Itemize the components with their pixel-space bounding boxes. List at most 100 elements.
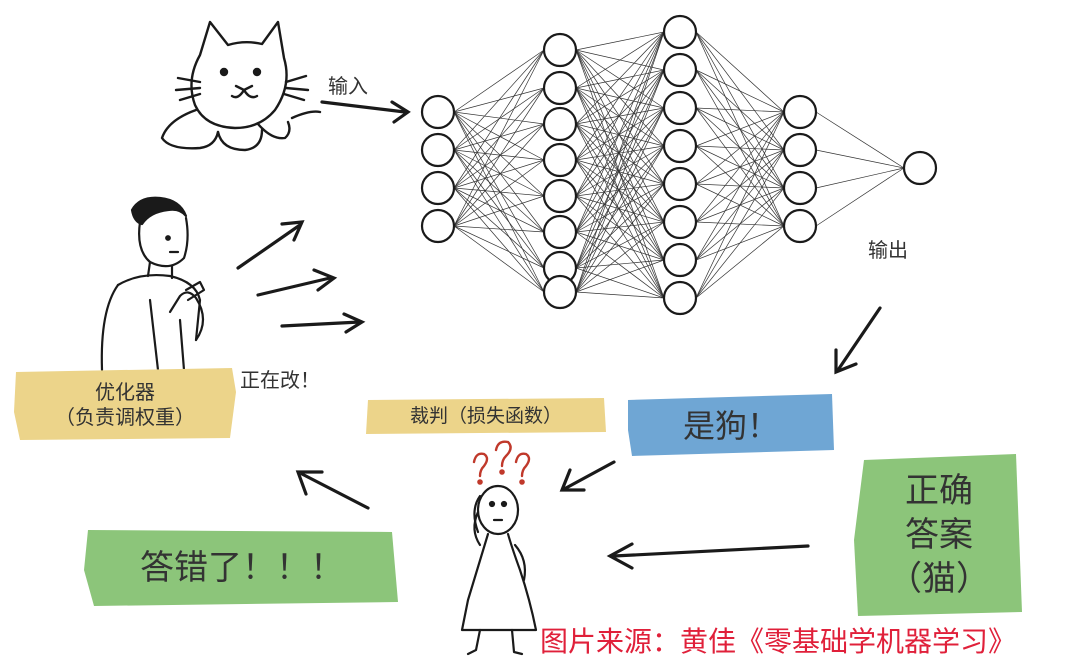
network-edge (575, 123, 665, 223)
network-node-layer-3 (782, 170, 818, 206)
network-edge (695, 69, 785, 113)
network-edge (575, 31, 665, 197)
network-edge (575, 145, 665, 197)
network-node-layer-2 (662, 280, 698, 316)
source-caption: 图片来源：黄佳《零基础学机器学习》 (540, 625, 1017, 658)
network-edge (575, 159, 665, 185)
network-edge (453, 149, 545, 233)
network-edge (695, 107, 785, 113)
network-connections (453, 31, 905, 299)
network-edge (815, 111, 905, 169)
network-edge (453, 187, 545, 197)
network-edge (575, 145, 665, 293)
network-edge (575, 221, 665, 233)
network-edge (453, 111, 545, 293)
network-edge (575, 69, 665, 269)
network-edge (575, 87, 665, 223)
network-node-layer-2 (662, 52, 698, 88)
network-edge (575, 183, 665, 269)
network-edge (453, 111, 545, 125)
flow-arrows (236, 100, 882, 570)
network-edge (575, 159, 665, 299)
network-edge (453, 149, 545, 269)
network-edge (575, 107, 665, 293)
network-edge (695, 225, 785, 299)
network-edge (695, 111, 785, 185)
network-edge (453, 225, 545, 293)
network-edge (575, 69, 665, 293)
network-node-layer-1 (542, 178, 578, 214)
network-edge (453, 111, 545, 197)
network-edge (575, 69, 665, 89)
network-edge (575, 107, 665, 197)
network-edge (575, 145, 665, 233)
network-node-layer-2 (662, 204, 698, 240)
cat-illustration (160, 20, 322, 152)
network-edge (575, 123, 665, 261)
network-edge (453, 159, 545, 227)
network-node-layer-0 (420, 94, 456, 130)
network-edge (695, 149, 785, 299)
network-edge (575, 195, 665, 261)
network-edge (575, 221, 665, 269)
correct-answer-tag: 正确 答案 （猫） (856, 456, 1022, 614)
network-edge (575, 107, 665, 161)
network-edge (575, 145, 665, 161)
network-node-layer-2 (662, 14, 698, 50)
network-edge (575, 195, 665, 299)
network-edge (453, 149, 545, 197)
network-edge (453, 123, 545, 189)
network-node-layer-4 (902, 150, 938, 186)
network-node-layer-2 (662, 242, 698, 278)
network-node-layer-2 (662, 166, 698, 202)
correct-answer-line2: 答案 (905, 514, 973, 555)
network-node-layer-3 (782, 94, 818, 130)
question-marks-icon (472, 440, 531, 485)
network-edge (575, 259, 665, 293)
network-node-layer-1 (542, 274, 578, 310)
network-edge (575, 107, 665, 233)
network-edge (815, 167, 905, 189)
network-edge (453, 111, 545, 269)
network-edge (453, 49, 545, 151)
network-edge (695, 31, 785, 113)
network-edge (575, 31, 665, 51)
network-edge (575, 31, 665, 89)
network-node-layer-2 (662, 90, 698, 126)
network-edge (453, 111, 545, 161)
optimizer-title: 优化器 (95, 380, 155, 404)
correct-answer-line3: （猫） (888, 559, 990, 600)
network-edge (575, 31, 665, 293)
optimizer-subtitle: （负责调权重） (55, 405, 195, 429)
network-edge (453, 149, 545, 293)
network-edge (815, 167, 905, 227)
network-edge (575, 123, 665, 185)
fixing-label: 正在改！ (240, 368, 320, 392)
network-edge (575, 123, 665, 147)
network-node-layer-1 (542, 214, 578, 250)
network-edge (453, 187, 545, 233)
network-edge (453, 49, 545, 227)
network-edge (695, 111, 785, 147)
network-edge (695, 111, 785, 223)
highlight-backgrounds (14, 368, 1022, 616)
network-edge (575, 87, 665, 147)
network-edge (453, 187, 545, 293)
network-edge (575, 69, 665, 125)
judge-person-illustration (460, 484, 538, 656)
network-edge (453, 149, 545, 161)
output-label: 输出 (868, 238, 908, 262)
network-edge (695, 111, 785, 299)
network-node-layer-1 (542, 32, 578, 68)
network-node-layer-1 (542, 142, 578, 178)
network-edge (575, 123, 665, 299)
optimizer-person-illustration (100, 196, 206, 372)
network-edge (453, 123, 545, 227)
network-edge (575, 183, 665, 293)
network-edge (575, 87, 665, 109)
network-node-layer-3 (782, 132, 818, 168)
network-edge (575, 259, 665, 269)
input-label: 输入 (328, 74, 368, 98)
network-node-layer-0 (420, 208, 456, 244)
network-edge (453, 225, 545, 233)
